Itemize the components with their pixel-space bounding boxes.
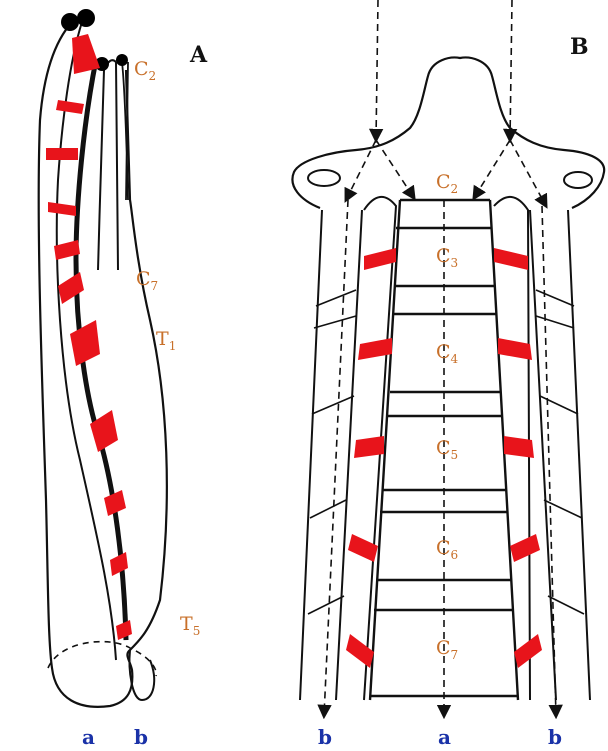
panel-b-arrow	[324, 200, 348, 716]
panel-a-bottom-label-b: b	[134, 725, 148, 749]
panel-a-ligament	[70, 320, 100, 366]
panel-b-outer-right	[530, 210, 590, 700]
panel-b-outer-left	[300, 210, 362, 700]
panel-b-ligament	[510, 534, 540, 562]
panel-a-tube-inner	[122, 62, 128, 200]
panel-a-ligament	[104, 490, 126, 516]
panel-b-foramen-left	[308, 170, 340, 186]
panel-b: B C2 C3 C4 C5 C6 C7 b a b	[292, 0, 604, 749]
panel-b-bottom-label-b-right: b	[548, 725, 562, 749]
panel-a-vertebra-label: T5	[180, 613, 200, 638]
panel-b-arrow	[510, 0, 512, 140]
panel-b-ligament	[498, 338, 532, 360]
panel-b-ligament	[514, 634, 542, 668]
panel-a-label: A	[189, 42, 208, 68]
panel-a-bottom-label-a: a	[82, 725, 95, 749]
panel-b-label: B	[570, 34, 589, 60]
panel-b-vertebra-label: C4	[436, 341, 459, 366]
panel-b-bottom-label-b-left: b	[318, 725, 332, 749]
panel-a-vertebra-label: T1	[156, 328, 176, 353]
panel-a-knob-1	[61, 13, 79, 31]
panel-a-ligament	[48, 202, 76, 216]
panel-a-ligament	[72, 34, 100, 74]
panel-a-ligament	[116, 620, 132, 640]
panel-b-ligament	[494, 248, 528, 270]
panel-a-vertebra-label: C2	[134, 58, 156, 83]
panel-b-vertebra-label: C7	[436, 637, 458, 662]
panel-b-arrow	[376, 0, 378, 140]
panel-a-ligament	[110, 552, 128, 576]
panel-b-ligament	[346, 634, 374, 668]
panel-b-arrow	[376, 140, 414, 198]
panel-a-posterior-tube	[98, 60, 118, 270]
panel-a-ligament	[46, 148, 78, 160]
panel-b-vertebra-label: C5	[436, 437, 458, 462]
panel-b-bottom-label-a: a	[438, 725, 451, 749]
panel-b-vertebra-label: C3	[436, 245, 458, 270]
panel-a-ligament	[58, 272, 84, 304]
panel-b-arrow	[474, 140, 510, 198]
panel-a-knob-4	[116, 54, 128, 66]
panel-b-vertebra-label: C6	[436, 537, 458, 562]
panel-a-vertebra-label: C7	[136, 268, 158, 293]
panel-a-ligament	[56, 100, 84, 114]
panel-a: A C2 C7 T1 T5 a b	[39, 9, 208, 749]
panel-a-bottom-dashed	[48, 642, 156, 676]
panel-b-vertebra-label: C2	[436, 171, 458, 196]
panel-b-arrow	[510, 140, 546, 206]
panel-b-foramen-right	[564, 172, 592, 188]
panel-a-knob-2	[77, 9, 95, 27]
